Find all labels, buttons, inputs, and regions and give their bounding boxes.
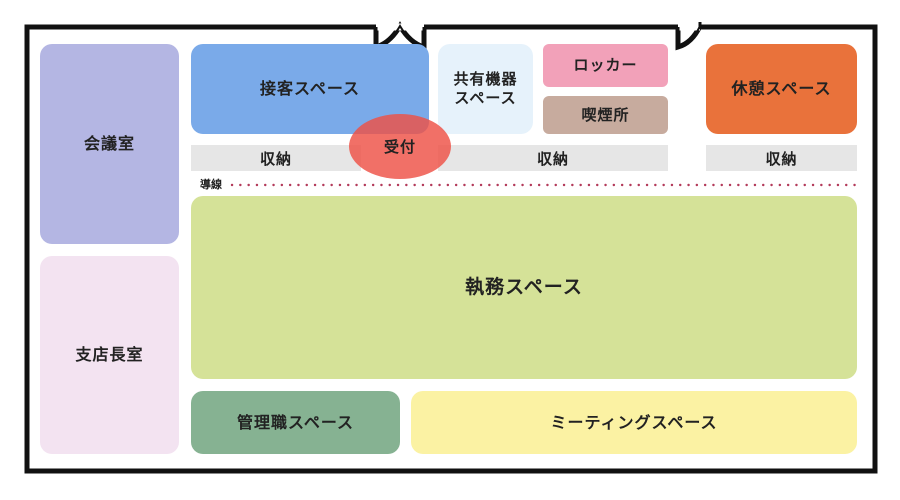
room-branch-manager-label: 支店長室 xyxy=(75,345,144,364)
room-smoking: 喫煙所 xyxy=(543,96,668,134)
reception-desk-label: 受付 xyxy=(383,138,416,156)
room-locker: ロッカー xyxy=(543,44,668,87)
room-rest-space: 休憩スペース xyxy=(706,44,857,134)
room-branch-manager: 支店長室 xyxy=(40,256,179,454)
storage-right: 収納 xyxy=(706,145,857,171)
room-meeting-space-label: ミーティングスペース xyxy=(550,412,718,432)
entrance-door-left-swing xyxy=(375,24,425,48)
room-smoking-label: 喫煙所 xyxy=(581,105,630,124)
room-reception-space-label: 接客スペース xyxy=(259,79,361,98)
storage-right-label: 収納 xyxy=(765,149,798,168)
storage-left-label: 収納 xyxy=(259,149,292,168)
storage-middle: 収納 xyxy=(438,145,668,171)
room-work-space-label: 執務スペース xyxy=(465,275,583,298)
room-shared-equipment: 共有機器 スペース xyxy=(438,44,533,134)
room-shared-equipment-label-2: スペース xyxy=(454,89,517,107)
room-management-space: 管理職スペース xyxy=(191,391,400,454)
storage-middle-label: 収納 xyxy=(536,149,569,168)
storage-left: 収納 xyxy=(191,145,361,171)
room-shared-equipment-label-1: 共有機器 xyxy=(453,70,518,89)
reception-desk: 受付 xyxy=(349,114,451,179)
room-meeting-space: ミーティングスペース xyxy=(411,391,857,454)
room-locker-label: ロッカー xyxy=(573,56,638,75)
room-conference: 会議室 xyxy=(40,44,179,244)
flow-line-dots xyxy=(230,183,859,187)
room-management-space-label: 管理職スペース xyxy=(236,412,355,432)
flow-line-label: 導線 xyxy=(200,178,222,191)
room-conference-label: 会議室 xyxy=(83,134,135,153)
room-rest-space-label: 休憩スペース xyxy=(731,79,832,98)
room-work-space: 執務スペース xyxy=(191,196,857,379)
